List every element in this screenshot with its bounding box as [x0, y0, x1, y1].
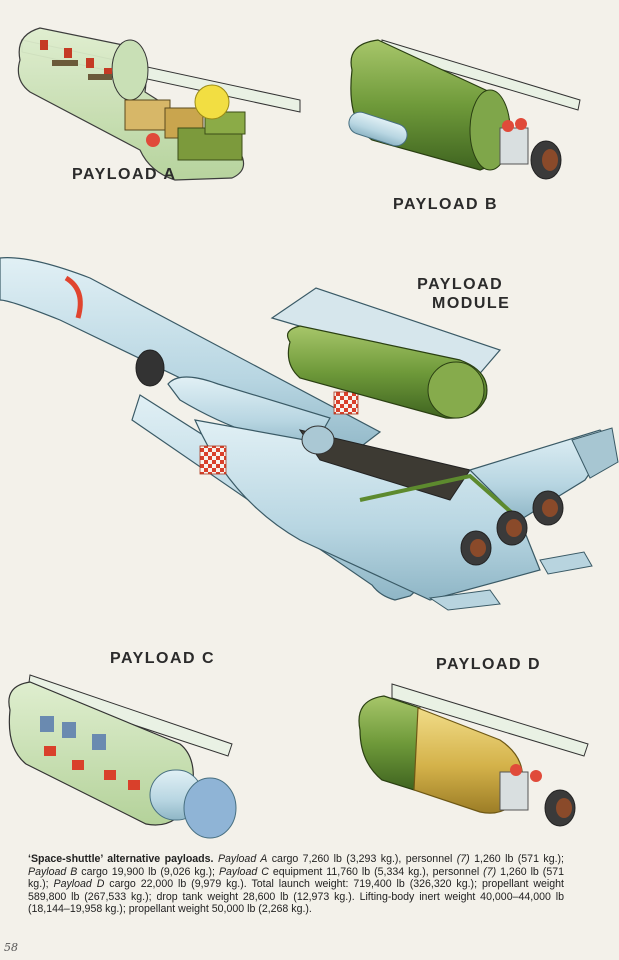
caption-text: equipment 11,760 lb (5,334 kg.), personn… [268, 865, 484, 878]
payload-b-drawing [348, 39, 581, 180]
payload-module-label-line2: MODULE [432, 295, 511, 312]
payload-module-label-line1: PAYLOAD [417, 276, 504, 293]
shuttle-drawing [0, 257, 619, 611]
page-number: 58 [4, 941, 18, 954]
caption-payload-b: Payload B [28, 865, 78, 878]
figure-caption: ‘Space-shuttle’ alternative payloads. Pa… [28, 853, 564, 916]
caption-personnel-count: (7) [456, 853, 470, 865]
payload-d-label: PAYLOAD D [436, 656, 542, 673]
payload-b-label: PAYLOAD B [393, 196, 499, 213]
caption-payload-c: Payload C [218, 865, 269, 878]
caption-text: 1,260 lb (571 kg.); [28, 865, 564, 891]
caption-payload-a: Payload A [217, 853, 268, 865]
caption-text: cargo 22,000 lb (9,979 kg.). Total launc… [28, 878, 565, 916]
payload-c-drawing [8, 674, 237, 839]
payload-d-drawing [358, 683, 589, 827]
caption-lead: ‘Space-shuttle’ alternative payloads. [28, 853, 214, 865]
caption-text: 1,260 lb (571 kg.); [469, 853, 564, 865]
payload-c-label: PAYLOAD C [110, 650, 216, 667]
payload-module-drawing [270, 287, 502, 419]
caption-personnel-count: (7) [483, 865, 497, 878]
caption-text: cargo 19,900 lb (9,026 kg.); [77, 865, 219, 878]
engine-cluster [460, 490, 564, 566]
payload-module-label: PAYLOAD MODULE [410, 275, 510, 313]
caption-text: cargo 7,260 lb (3,293 kg.), personnel [267, 853, 457, 865]
payload-a-drawing [17, 27, 301, 181]
caption-payload-d: Payload D [53, 878, 105, 891]
payload-a-label: PAYLOAD A [72, 166, 177, 183]
